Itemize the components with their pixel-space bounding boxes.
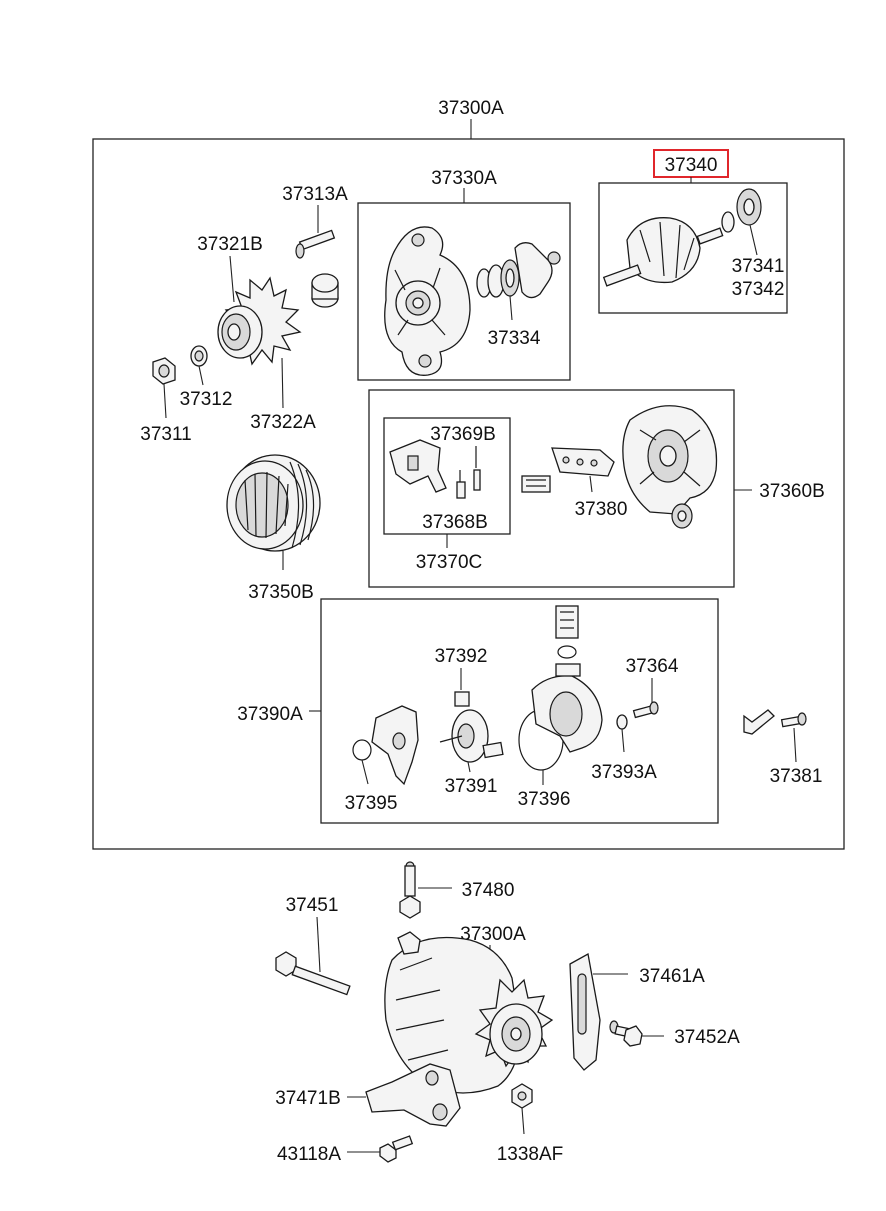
pump-washer-part: [616, 714, 628, 730]
label-rotor-bearing-b[interactable]: 37342: [732, 279, 785, 300]
label-mount-nut[interactable]: 1338AF: [497, 1144, 564, 1165]
label-regulator-a[interactable]: 37369B: [430, 424, 496, 445]
assembly-frame: [92, 138, 845, 850]
leader-nut: [163, 383, 167, 419]
adjust-bracket-part: [569, 952, 601, 1071]
regulator-part: [389, 439, 481, 499]
label-brush-holder[interactable]: 37370C: [416, 552, 483, 573]
leader-washer: [198, 365, 204, 386]
label-mount-bracket[interactable]: 37471B: [275, 1088, 341, 1109]
label-bolt[interactable]: 37313A: [282, 184, 348, 205]
leader-oring: [361, 759, 369, 785]
label-pump-bolt[interactable]: 37364: [626, 656, 679, 677]
stud-part: [399, 861, 421, 919]
pump-bolt-part: [632, 701, 659, 719]
adjust-bolt-part: [609, 1020, 643, 1047]
pump-cover-part: [371, 705, 419, 786]
rear-housing-box: [368, 389, 735, 588]
through-bolt-part: [275, 951, 351, 996]
label-stud[interactable]: 37480: [462, 880, 515, 901]
label-washer[interactable]: 37312: [180, 389, 233, 410]
label-assembly-top[interactable]: 37300A: [438, 98, 504, 119]
label-bearing-front[interactable]: 37334: [488, 328, 541, 349]
alternator-part: [384, 931, 554, 1094]
rotor-pump-part: [439, 691, 504, 763]
label-vacuum-pump[interactable]: 37390A: [237, 704, 303, 725]
leader-rotor-bearing: [749, 224, 758, 256]
label-nut[interactable]: 37311: [140, 424, 191, 445]
label-assembly-bottom[interactable]: 37300A: [460, 924, 526, 945]
label-pump-housing[interactable]: 37396: [518, 789, 571, 810]
bearing-front-part: [476, 242, 561, 299]
leader-bearing-front: [509, 295, 513, 321]
label-rotor-bearing-a[interactable]: 37341: [732, 256, 785, 277]
mount-nut-part: [511, 1083, 533, 1109]
bolt-part: [295, 229, 336, 259]
label-pulley[interactable]: 37321B: [197, 234, 263, 255]
terminal-bolt-part: [743, 709, 807, 735]
leader-terminal-bolt: [793, 727, 797, 763]
label-adjust-bolt[interactable]: 37452A: [674, 1027, 740, 1048]
leader-mount-nut: [521, 1107, 525, 1135]
mount-bolt-part: [379, 1135, 414, 1163]
label-mount-bolt[interactable]: 43118A: [277, 1144, 341, 1165]
label-fan[interactable]: 37322A: [250, 412, 316, 433]
label-stator[interactable]: 37350B: [248, 582, 314, 603]
label-housing-front[interactable]: 37330A: [431, 168, 497, 189]
label-pump-washer[interactable]: 37393A: [591, 762, 657, 783]
leader-fan: [281, 357, 284, 409]
washer-part: [190, 345, 208, 367]
leader-pump-washer: [621, 728, 625, 753]
leader-pulley: [229, 255, 235, 303]
label-rear-housing[interactable]: 37360B: [759, 481, 825, 502]
front-housing-part: [384, 226, 471, 376]
spacer-part: [311, 273, 339, 308]
pulley-fan-part: [217, 276, 302, 366]
leader-through-bolt: [316, 916, 321, 973]
nut-part: [152, 357, 176, 385]
label-through-bolt[interactable]: 37451: [286, 895, 339, 916]
label-regulator-b[interactable]: 37368B: [422, 512, 488, 533]
label-rotor[interactable]: 37340: [665, 155, 718, 176]
label-rotor-pump[interactable]: 37391: [445, 776, 498, 797]
label-vacuum-gasket[interactable]: 37392: [435, 646, 488, 667]
leader-rectifier: [589, 475, 593, 493]
label-oring[interactable]: 37395: [345, 793, 398, 814]
rear-housing-part: [622, 405, 718, 529]
rotor-part: [602, 188, 762, 287]
stator-part: [226, 454, 321, 552]
oring-part: [352, 739, 372, 761]
rotor-box: [598, 182, 788, 314]
leader-rotor-pump: [467, 761, 471, 773]
label-adjust-bracket[interactable]: 37461A: [639, 966, 705, 987]
rectifier-part: [521, 447, 615, 493]
label-rectifier[interactable]: 37380: [575, 499, 628, 520]
label-terminal-bolt[interactable]: 37381: [770, 766, 823, 787]
pump-housing-part: [518, 605, 603, 771]
mount-bracket-part: [365, 1063, 461, 1127]
